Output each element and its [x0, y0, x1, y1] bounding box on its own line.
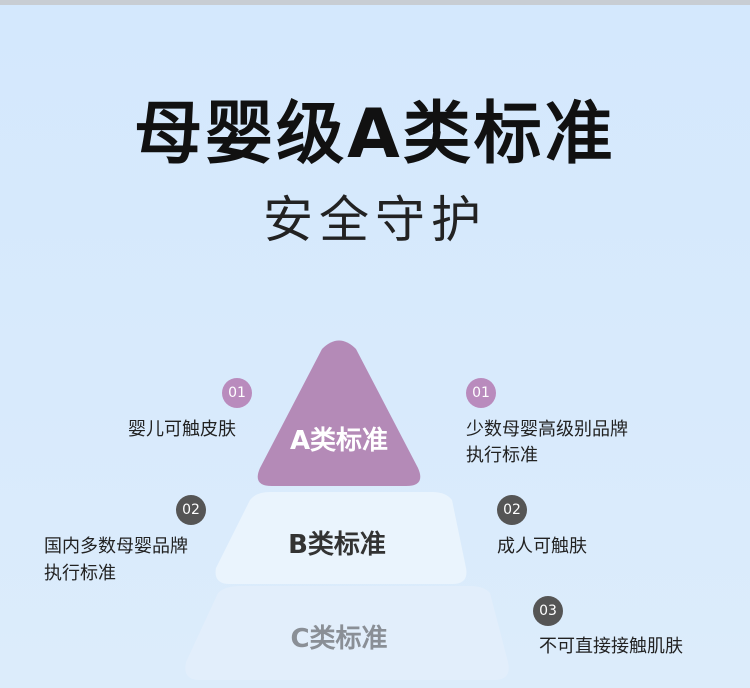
- note-right-01-line1: 少数母婴高级别品牌: [466, 419, 628, 440]
- badge-right-01: 01: [466, 378, 496, 408]
- badge-left-01: 01: [222, 378, 252, 408]
- tier-a-label: A类标准: [289, 426, 389, 456]
- note-right-02: 成人可触肤: [497, 536, 587, 557]
- badge-right-02: 02: [497, 495, 527, 525]
- tier-a-shape: [257, 340, 421, 486]
- note-left-02-line2: 执行标准: [44, 563, 116, 584]
- tier-c-label: C类标准: [290, 624, 388, 654]
- tier-c-shape: [185, 586, 509, 680]
- note-left-02-line1: 国内多数母婴品牌: [44, 536, 188, 557]
- tier-b-label: B类标准: [288, 530, 386, 560]
- badge-right-03: 03: [533, 596, 563, 626]
- page-title: 母婴级A类标准: [134, 95, 616, 174]
- top-divider: [0, 0, 750, 5]
- badge-left-02: 02: [176, 495, 206, 525]
- tier-b-shape: [215, 492, 467, 584]
- page-subtitle: 安全守护: [263, 191, 487, 249]
- note-left-01: 婴儿可触皮肤: [128, 419, 236, 440]
- note-right-03: 不可直接接触肌肤: [539, 636, 683, 657]
- note-right-01-line2: 执行标准: [466, 445, 538, 466]
